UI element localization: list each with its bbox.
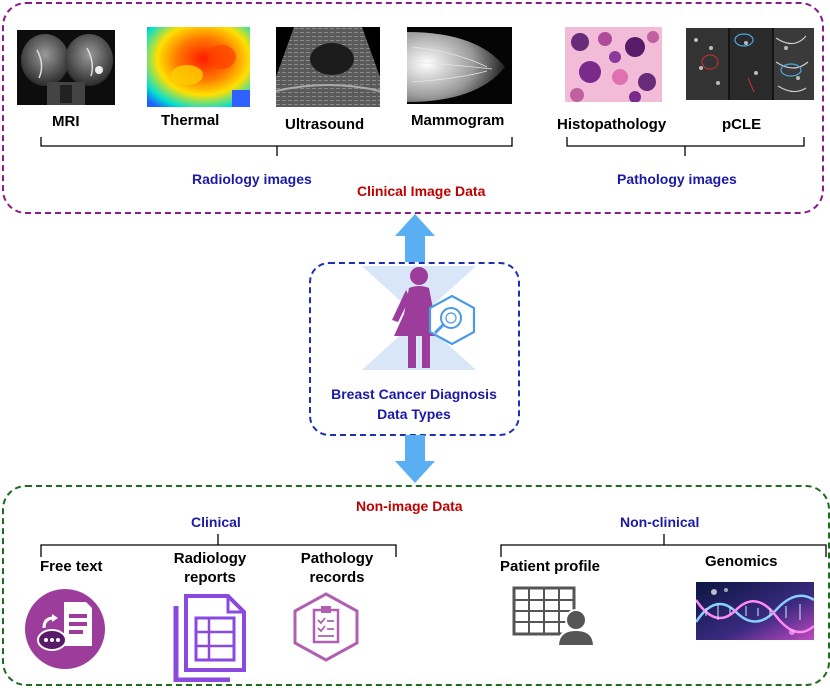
dna-image	[696, 582, 814, 640]
down-arrow-icon	[395, 435, 435, 483]
pcle-image	[686, 28, 814, 100]
spreadsheet-user-icon	[512, 586, 594, 647]
thermal-label: Thermal	[161, 112, 220, 129]
pathology-group-label: Pathology images	[617, 171, 737, 187]
woman-with-magnifier-icon	[362, 266, 476, 370]
pathology-records-label: Pathology records	[300, 550, 374, 586]
center-title-line1: Breast Cancer Diagnosis	[331, 386, 497, 402]
non-image-panel	[2, 485, 830, 686]
free-text-label: Free text	[40, 558, 103, 575]
histopathology-label: Histopathology	[557, 116, 667, 133]
non-image-title: Non-image Data	[356, 498, 463, 514]
pcle-label: pCLE	[722, 116, 762, 133]
genomics-label: Genomics	[705, 553, 778, 570]
clipboard-hexagon-icon	[293, 592, 359, 662]
nonclinical-brace	[500, 534, 827, 557]
chat-document-icon	[25, 589, 105, 669]
center-title: Breast Cancer Diagnosis Data Types	[312, 384, 516, 424]
pathology-brace	[566, 137, 805, 156]
mammogram-label: Mammogram	[411, 112, 505, 129]
clinical-image-panel	[2, 2, 824, 214]
up-arrow-icon	[395, 214, 435, 262]
radiology-group-label: Radiology images	[192, 171, 312, 187]
patient-profile-label: Patient profile	[500, 558, 601, 575]
mri-image	[17, 30, 115, 105]
report-document-icon	[173, 594, 246, 682]
mammogram-image	[407, 27, 512, 104]
radiology-reports-label: Radiology reports	[173, 550, 247, 586]
radiology-brace	[40, 137, 513, 156]
thermal-image	[147, 27, 250, 107]
clinical-group-label: Clinical	[191, 514, 241, 530]
ultrasound-label: Ultrasound	[285, 116, 365, 133]
ultrasound-image	[276, 27, 380, 107]
histopathology-image	[565, 27, 662, 102]
nonclinical-group-label: Non-clinical	[620, 514, 700, 530]
mri-label: MRI	[52, 113, 80, 130]
clinical-image-title: Clinical Image Data	[357, 183, 486, 199]
clinical-brace	[40, 534, 397, 557]
center-title-line2: Data Types	[377, 406, 451, 422]
